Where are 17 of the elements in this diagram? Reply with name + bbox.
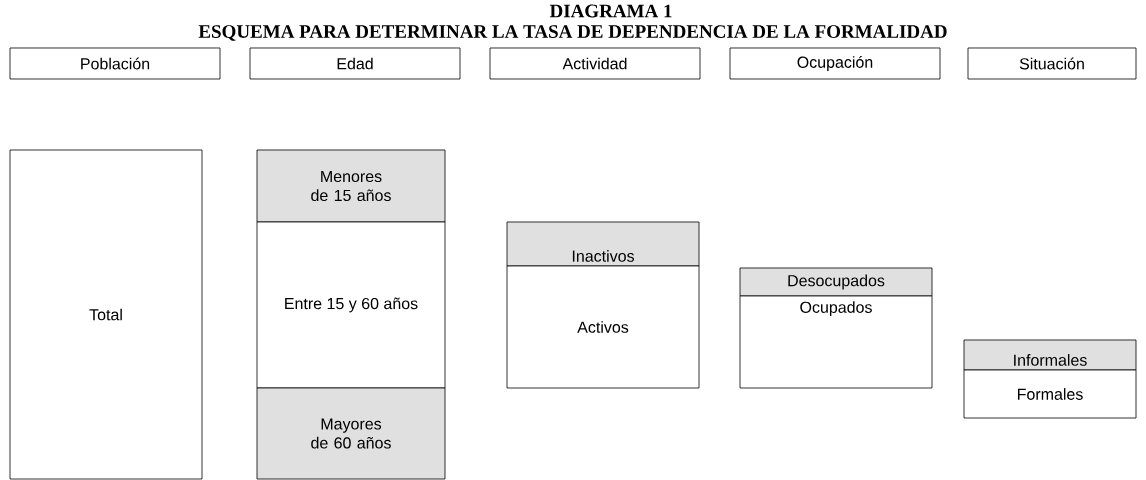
category-box: Informales	[963, 339, 1137, 371]
category-box: Menores de 15 años	[256, 149, 446, 223]
header-box: Actividad	[489, 47, 701, 80]
diagram-number: DIAGRAMA 1	[549, 4, 672, 18]
header-box: Población	[9, 47, 221, 80]
category-box: Activos	[506, 265, 700, 389]
category-box: Formales	[963, 369, 1137, 419]
category-box: Inactivos	[506, 221, 700, 267]
category-box: Desocupados	[739, 267, 933, 297]
header-box: Ocupación	[729, 47, 941, 80]
category-box: Total	[9, 149, 203, 480]
category-box: Ocupados	[739, 295, 933, 389]
category-box: Mayores de 60 años	[256, 387, 446, 480]
header-box: Edad	[249, 47, 461, 80]
header-box: Situación	[967, 47, 1137, 80]
category-box: Entre 15 y 60 años	[256, 221, 446, 389]
diagram-title: ESQUEMA PARA DETERMINAR LA TASA DE DEPENDENCIA DE LA FORMALIDAD	[198, 25, 947, 41]
